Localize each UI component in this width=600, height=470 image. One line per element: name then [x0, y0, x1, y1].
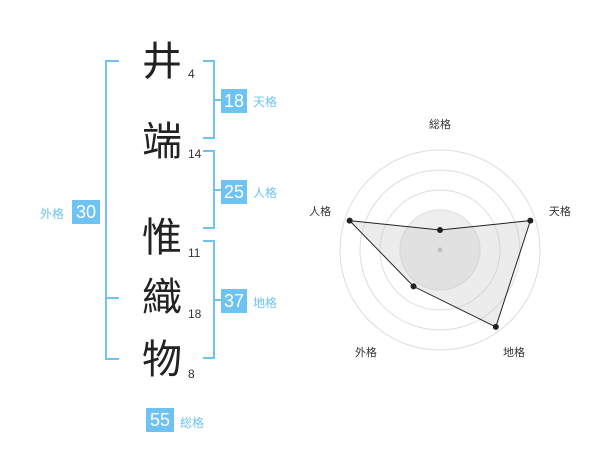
ten-connector: [215, 99, 221, 101]
outer-bracket-tick: [105, 297, 119, 299]
radar-axis-label: 総格: [429, 117, 451, 131]
radar-point: [410, 283, 417, 290]
stroke-count-3: 11: [188, 246, 201, 260]
radar-point: [527, 217, 534, 224]
radar-ring: [379, 189, 501, 311]
chi-value-badge: 37: [221, 289, 247, 313]
sou-label: 総格: [180, 416, 205, 430]
radar-point: [437, 227, 443, 233]
radar-axis-label: 外格: [355, 345, 377, 359]
name-char-3: 惟: [142, 215, 182, 261]
chi-label: 地格: [253, 296, 278, 310]
stroke-count-5: 8: [188, 367, 195, 381]
outer-bracket: [105, 60, 119, 360]
ten-value-badge: 18: [221, 89, 247, 113]
gai-value-badge: 30: [72, 200, 100, 224]
radar-point: [492, 323, 499, 330]
name-char-2: 端: [142, 119, 182, 165]
gai-label: 外格: [40, 207, 65, 221]
radar-axis-label: 人格: [309, 204, 331, 218]
jin-bracket: [203, 150, 215, 229]
radar-ring: [359, 169, 521, 331]
ten-bracket: [203, 60, 215, 139]
jin-connector: [215, 189, 221, 191]
jin-label: 人格: [253, 186, 278, 200]
ten-label: 天格: [253, 95, 278, 109]
name-char-1: 井: [142, 39, 182, 85]
stroke-count-1: 4: [188, 67, 195, 81]
chi-connector: [215, 299, 221, 301]
name-char-5: 物: [142, 337, 182, 383]
radar-axis-label: 天格: [549, 204, 571, 218]
jin-value-badge: 25: [221, 180, 247, 204]
chi-bracket: [203, 240, 215, 359]
stroke-count-2: 14: [188, 147, 202, 161]
radar-ring: [339, 149, 541, 351]
sou-value-badge: 55: [146, 408, 174, 432]
radar-grid: [339, 149, 541, 351]
radar-center: [437, 247, 443, 253]
stroke-count-4: 18: [188, 307, 202, 321]
radar-axis-label: 地格: [503, 345, 525, 359]
radar-polygon: [348, 219, 532, 328]
name-char-4: 織: [142, 275, 182, 321]
radar-point: [346, 217, 353, 224]
